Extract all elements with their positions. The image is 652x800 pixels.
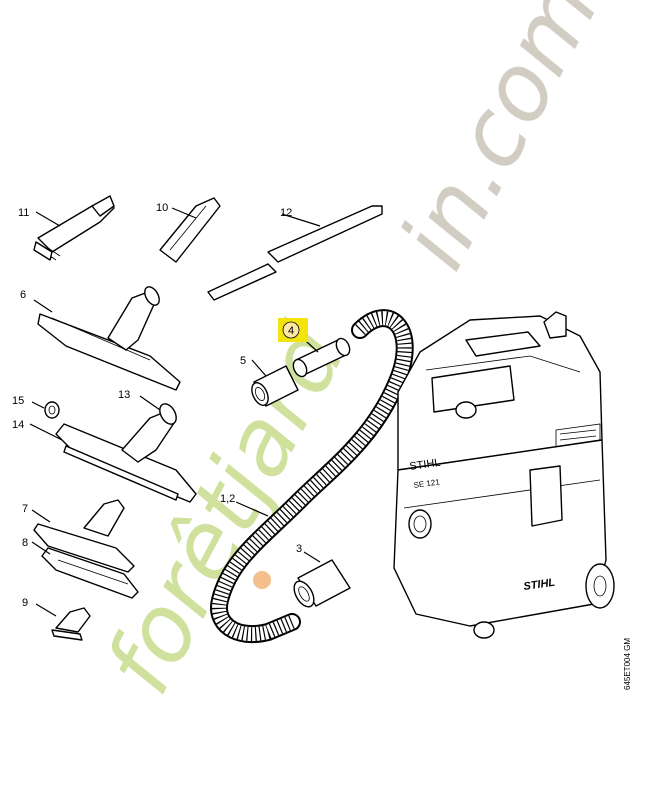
model-label: SE 121 (413, 477, 441, 490)
part-3-hose-connector (293, 551, 351, 608)
watermark-right: in.com (380, 0, 620, 285)
part-7-upholstery-nozzle (31, 499, 135, 573)
callout-3: 3 (296, 543, 302, 555)
part-15-roller (31, 401, 60, 419)
part-9-small-nozzle (35, 603, 91, 641)
callout-14: 14 (12, 419, 24, 431)
part-10-crevice-tool (159, 197, 221, 263)
part-4-adapter (292, 333, 351, 378)
part-11-brush-nozzle (33, 195, 115, 261)
callout-15: 15 (12, 395, 24, 407)
callout-4: 4 (288, 325, 294, 337)
callout-1-2: 1,2 (220, 493, 235, 505)
part-13-swivel-elbow (139, 395, 177, 425)
callout-7: 7 (22, 503, 28, 515)
callout-6: 6 (20, 289, 26, 301)
watermark-accent (253, 571, 271, 589)
part-6-floor-nozzle (33, 286, 181, 391)
callout-13: 13 (118, 389, 130, 401)
callout-12: 12 (280, 207, 292, 219)
part-8-insert (31, 541, 139, 599)
part-14-floor-nozzle (29, 409, 197, 503)
callout-5: 5 (240, 355, 246, 367)
callout-10: 10 (156, 202, 168, 214)
part-12-extension-tubes (207, 205, 383, 301)
callout-4-circle (282, 321, 300, 339)
callout-8: 8 (22, 537, 28, 549)
part-5-coupling (251, 359, 299, 407)
vacuum-cleaner: STIHL SE 121 STIHL (393, 311, 615, 639)
body-brand: STIHL (523, 577, 556, 593)
callout-11: 11 (18, 207, 29, 219)
lid-brand: STIHL (409, 457, 442, 473)
callout-9: 9 (22, 597, 28, 609)
reference-code: 645ET004 GM (623, 638, 632, 690)
part-1-2-suction-hose (210, 309, 414, 644)
